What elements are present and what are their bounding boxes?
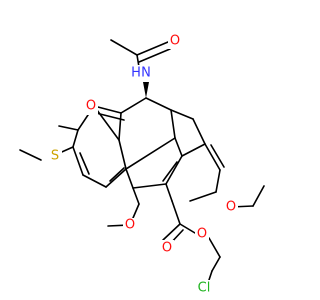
bond	[170, 109, 176, 139]
bond	[162, 223, 181, 241]
bond	[181, 143, 206, 157]
atom-cl: Cl	[193, 280, 215, 296]
atom-label-s: S	[51, 149, 59, 164]
atom-o-ester: O	[195, 226, 209, 242]
bond	[132, 187, 140, 205]
bond	[252, 185, 265, 207]
bond	[125, 168, 134, 189]
bond	[93, 105, 122, 114]
bond	[132, 183, 167, 189]
bond	[165, 155, 183, 185]
atom-label-o: O	[162, 241, 172, 256]
atom-o-acetyl: O	[168, 33, 182, 49]
bond	[118, 139, 127, 170]
atom-label-o: O	[197, 227, 207, 242]
bond	[110, 39, 138, 56]
bond	[171, 200, 181, 225]
atom-n-amide: N H	[130, 65, 153, 81]
bond	[72, 129, 79, 148]
bond	[93, 105, 120, 141]
bond	[210, 144, 225, 168]
atom-s-thio: S	[48, 148, 62, 164]
chemical-structure: N H O O S O O	[19, 33, 265, 296]
bond	[192, 118, 206, 145]
atom-label-o: O	[125, 218, 135, 233]
atom-label-o: O	[226, 200, 236, 215]
bond	[19, 149, 42, 161]
bond	[145, 97, 172, 111]
atom-o-methoxy-right: O	[224, 199, 238, 215]
bond	[136, 41, 169, 56]
atom-o-ketone: O	[84, 99, 98, 115]
stereo-wedge-bond	[143, 82, 149, 98]
bond	[215, 169, 221, 193]
bond	[105, 168, 127, 188]
bond	[72, 146, 84, 176]
atom-o-ester-carbonyl: O	[160, 240, 174, 256]
bond	[120, 97, 147, 114]
atom-o-methoxy-left: O	[123, 218, 137, 234]
atom-label-o: O	[170, 34, 180, 49]
bond	[165, 183, 173, 202]
bond	[109, 167, 125, 182]
bond	[170, 109, 194, 120]
atom-label-cl: Cl	[198, 281, 211, 296]
bond	[125, 137, 176, 170]
bond	[82, 174, 107, 188]
atom-label-o: O	[86, 99, 96, 114]
bond	[118, 112, 122, 141]
atom-labels: N H O O S O O	[48, 33, 238, 296]
bond	[58, 125, 79, 131]
bond	[162, 161, 178, 182]
atom-label-h: H	[131, 66, 141, 81]
bond	[138, 48, 171, 63]
bond	[208, 237, 221, 258]
bond	[189, 191, 217, 202]
bond	[174, 137, 183, 157]
bond	[179, 223, 196, 234]
bond	[79, 152, 90, 175]
bond	[211, 256, 221, 272]
atom-label-n: N	[141, 66, 151, 81]
bond	[204, 143, 221, 171]
